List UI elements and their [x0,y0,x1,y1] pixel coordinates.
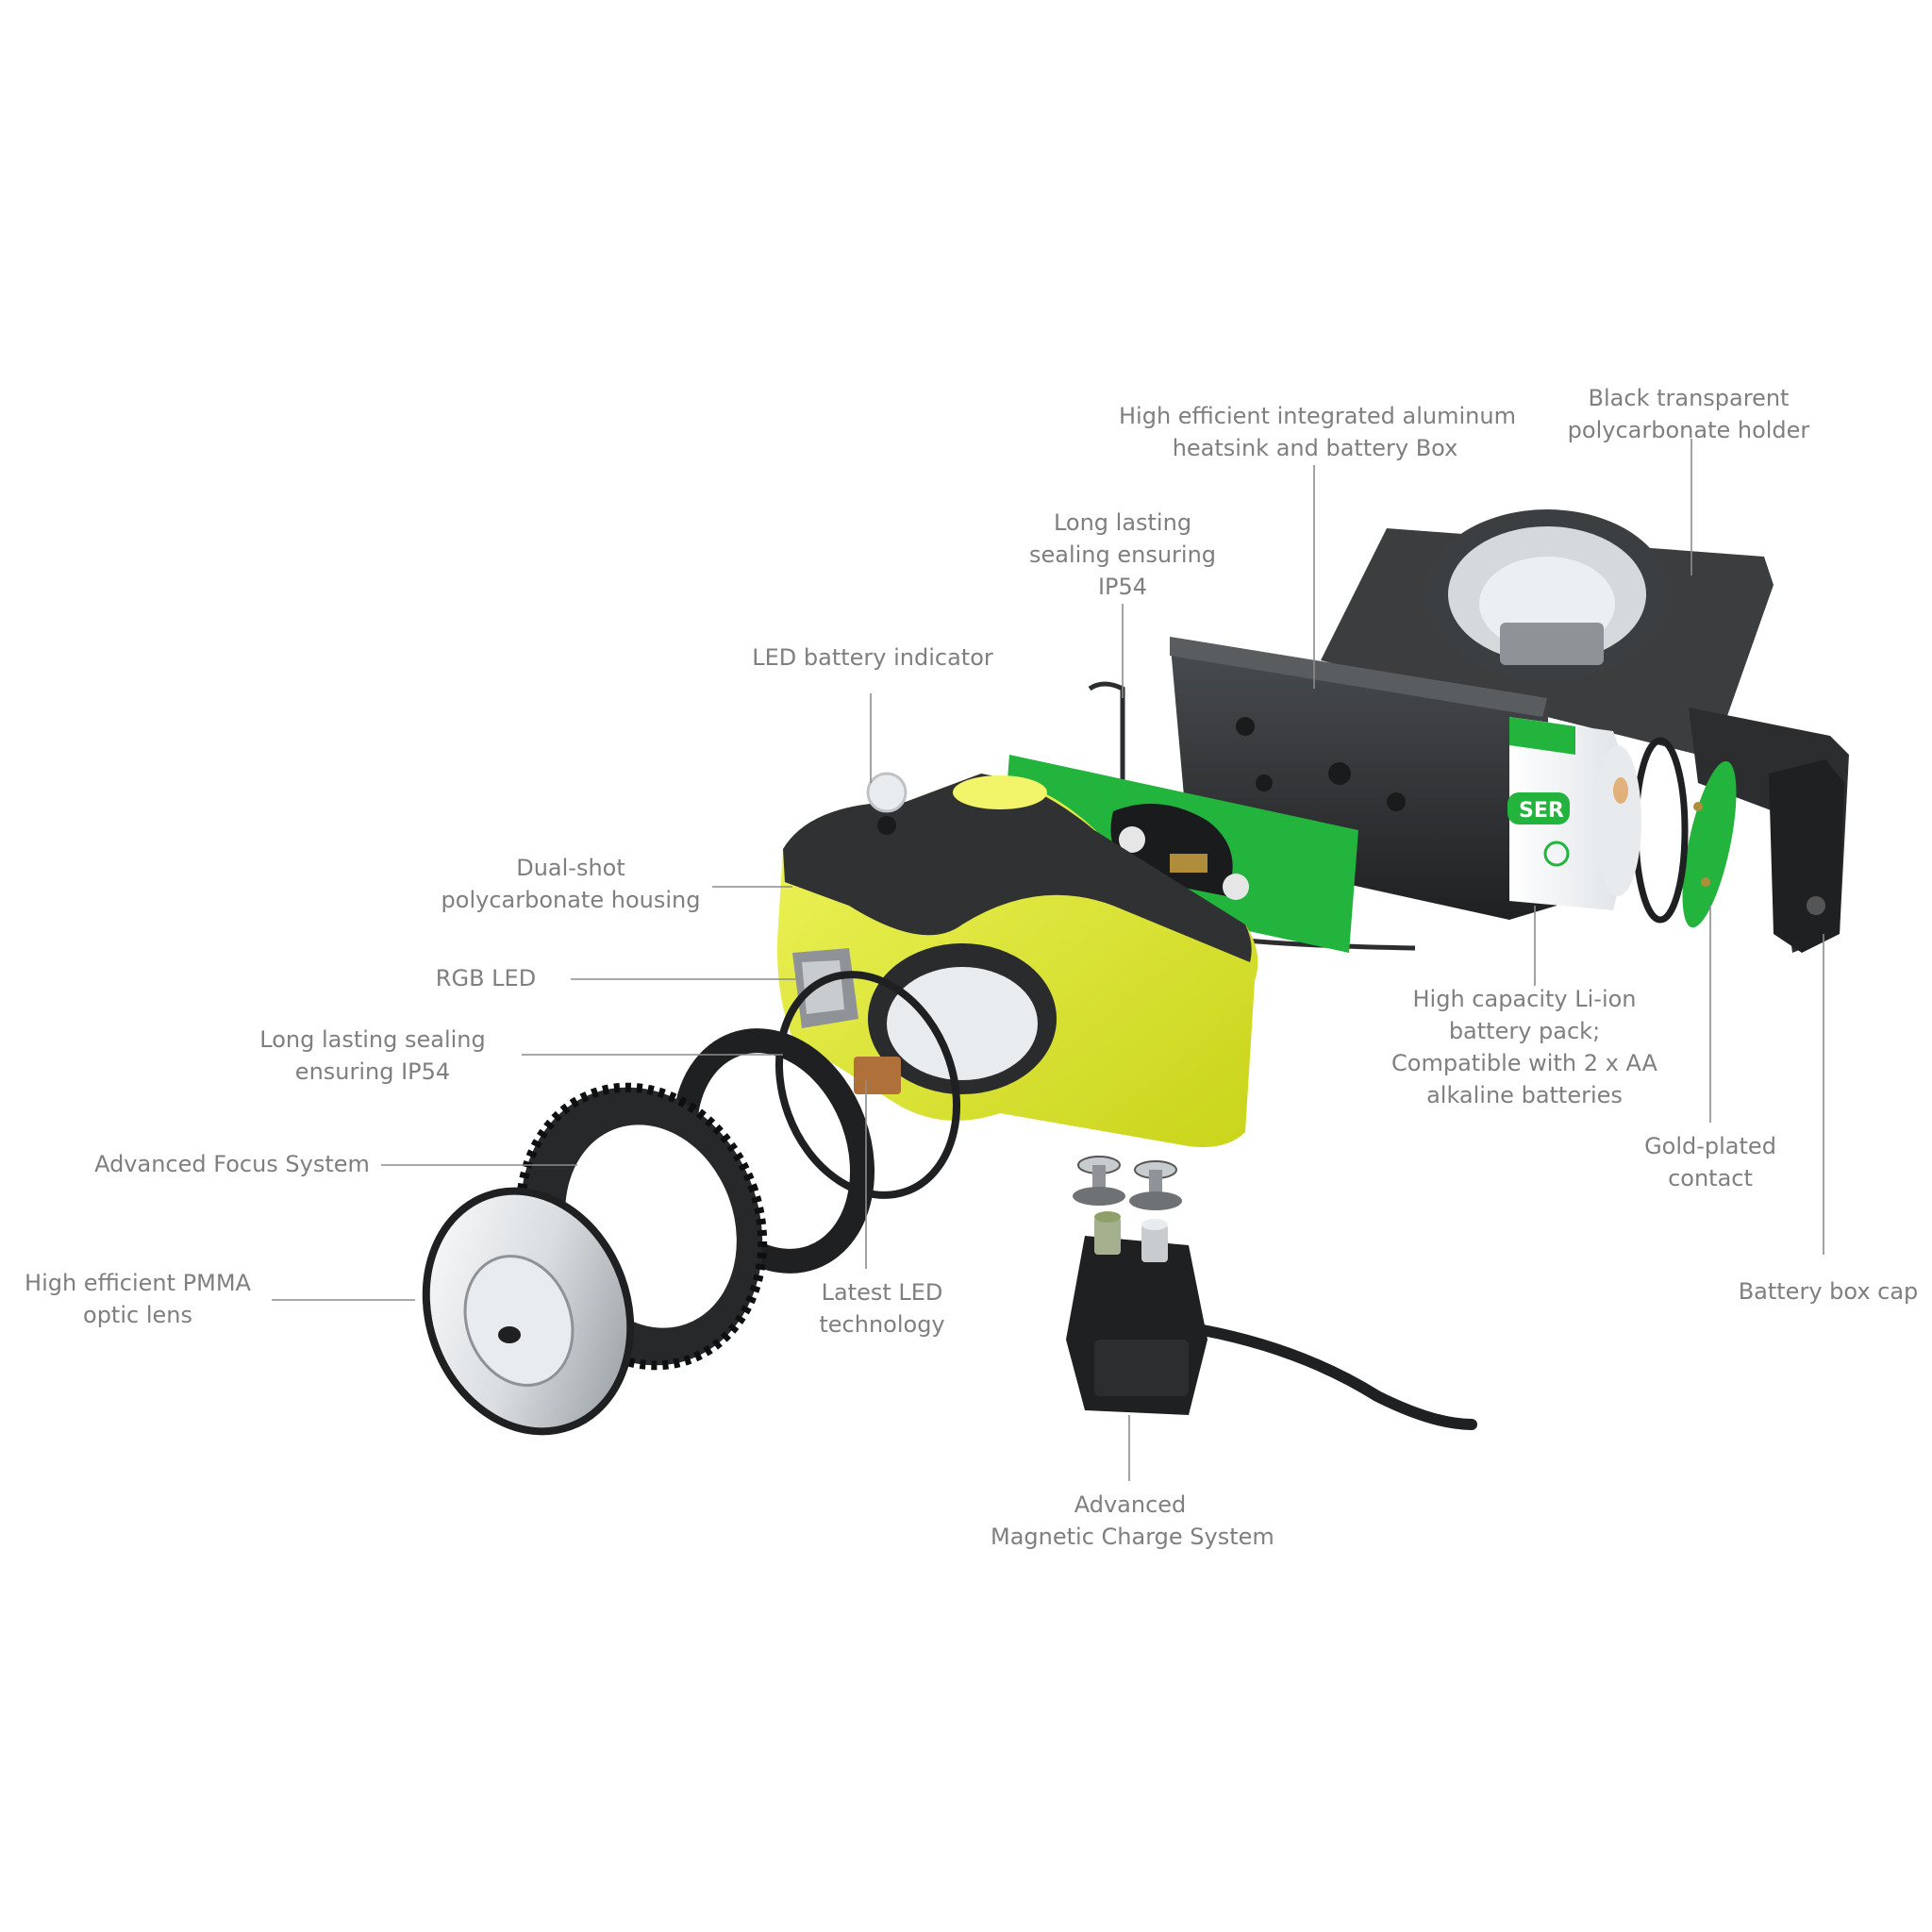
label-sealing-top-line3: IP54 [1097,574,1148,600]
label-heatsink-line1: High efficient integrated aluminum [1119,403,1516,429]
magnetic-charger [1066,1211,1477,1430]
label-gold: Gold-plated contact [1635,1130,1786,1194]
label-liion-line3: Compatible with 2 x AA [1391,1050,1657,1076]
li-ion-battery-pack: SER [1507,717,1641,910]
label-magnetic-line2: Magnetic Charge System [991,1524,1274,1550]
gold-plated-contact [1682,760,1737,928]
label-gold-line1: Gold-plated [1644,1133,1776,1159]
label-holder-line2: polycarbonate holder [1567,417,1810,443]
label-heatsink-line2: heatsink and battery Box [1172,435,1458,461]
battery-box-cap [1769,759,1844,953]
label-lens-line1: High efficient PMMA [25,1270,251,1296]
label-led-tech: Latest LED technology [811,1276,953,1341]
label-cap: Battery box cap [1734,1275,1923,1307]
label-sealing-left-line1: Long lasting sealing [259,1026,486,1053]
sealing-o-ring-front [774,971,961,1199]
label-sealing-left: Long lasting sealing ensuring IP54 [236,1024,509,1088]
label-holder: Black transparent polycarbonate holder [1547,382,1830,446]
label-sealing-top-line1: Long lasting [1053,509,1192,536]
magnetic-pins [1073,1156,1182,1210]
label-liion-line4: alkaline batteries [1426,1082,1623,1108]
label-heatsink: High efficient integrated aluminum heats… [1119,400,1516,464]
label-led-tech-line1: Latest LED [821,1279,943,1306]
label-lens: High efficient PMMA optic lens [15,1267,260,1331]
label-housing-line2: polycarbonate housing [441,887,701,913]
leader-lines [272,439,1824,1481]
label-liion-line1: High capacity Li-ion [1412,986,1637,1012]
label-rgb-line1: RGB LED [435,965,537,991]
label-sealing-left-line2: ensuring IP54 [294,1058,451,1085]
label-led-tech-line2: technology [819,1311,945,1338]
label-gold-line2: contact [1668,1165,1753,1191]
rgb-led-module [792,948,858,1028]
battery-o-ring [1632,737,1689,924]
dual-shot-housing [777,772,1258,1147]
label-focus: Advanced Focus System [91,1148,374,1180]
label-housing-line1: Dual-shot [516,855,625,881]
label-liion: High capacity Li-ion battery pack; Compa… [1383,983,1666,1111]
label-rgb: RGB LED [425,962,547,994]
label-battery-indicator: LED battery indicator [736,641,1009,674]
label-sealing-top: Long lasting sealing ensuring IP54 [1019,507,1226,603]
label-housing: Dual-shot polycarbonate housing [434,852,708,916]
label-liion-line2: battery pack; [1448,1018,1601,1044]
label-lens-line2: optic lens [83,1302,192,1328]
label-sealing-top-line2: sealing ensuring [1028,541,1217,568]
label-holder-line1: Black transparent [1588,385,1790,411]
pmma-optic-lens [422,1187,635,1436]
label-focus-line1: Advanced Focus System [94,1151,370,1177]
led-chip [854,1057,901,1094]
label-cap-line1: Battery box cap [1738,1278,1919,1305]
label-magnetic: Advanced Magnetic Charge System [991,1489,1274,1553]
label-battery-indicator-line1: LED battery indicator [752,644,993,671]
label-magnetic-line1: Advanced [1074,1491,1187,1518]
battery-brand-text: SER [1519,799,1564,823]
